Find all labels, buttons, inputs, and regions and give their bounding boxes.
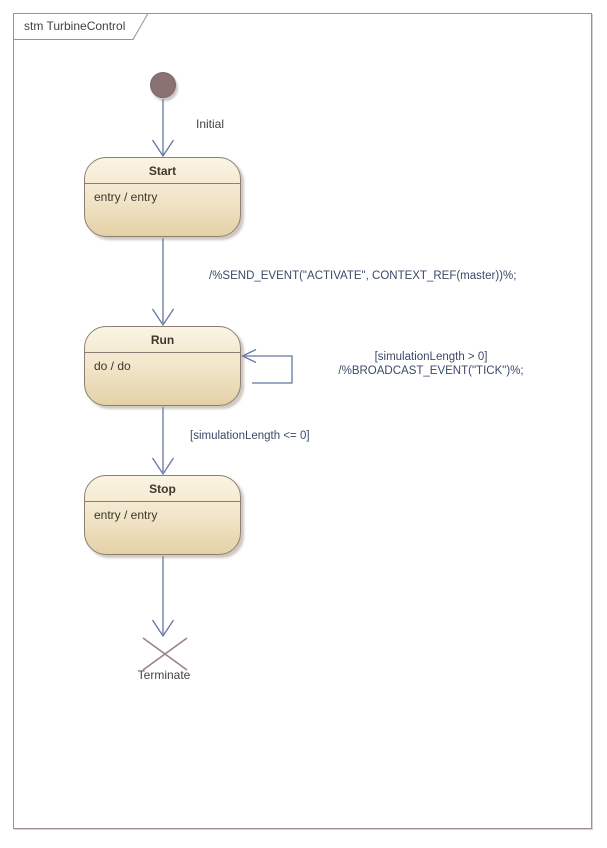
label-initial-transition: Initial [196, 117, 225, 131]
label-terminate-node: Terminate [137, 668, 191, 682]
frame-tab [13, 13, 149, 40]
state-run-title: Run [85, 327, 240, 353]
state-start-title: Start [85, 158, 240, 184]
state-stop[interactable]: Stop entry / entry [84, 475, 241, 555]
label-run-self-transition: [simulationLength > 0] /%BROADCAST_EVENT… [331, 350, 531, 378]
transition-run-to-stop[interactable] [151, 407, 175, 476]
state-start-body: entry / entry [94, 190, 158, 204]
frame-tab-label: stm TurbineControl [24, 19, 126, 33]
transition-stop-to-terminate[interactable] [151, 556, 175, 638]
state-run[interactable]: Run do / do [84, 326, 241, 406]
label-run-self-effect: /%BROADCAST_EVENT("TICK")%; [338, 365, 524, 377]
frame-tab-shape [13, 13, 149, 40]
transition-run-self-loop[interactable] [241, 348, 293, 384]
transition-start-to-run[interactable] [151, 238, 175, 327]
label-run-to-stop-guard: [simulationLength <= 0] [190, 430, 310, 442]
transition-initial-to-start[interactable] [151, 99, 175, 158]
state-start[interactable]: Start entry / entry [84, 157, 241, 237]
terminate-node[interactable] [142, 637, 188, 671]
label-run-self-guard: [simulationLength > 0] [374, 351, 488, 363]
state-stop-body: entry / entry [94, 508, 158, 522]
label-start-to-run-effect: /%SEND_EVENT("ACTIVATE", CONTEXT_REF(mas… [209, 270, 517, 282]
diagram-frame [13, 13, 592, 829]
state-run-body: do / do [94, 359, 131, 373]
initial-node[interactable] [150, 72, 176, 98]
state-stop-title: Stop [85, 476, 240, 502]
